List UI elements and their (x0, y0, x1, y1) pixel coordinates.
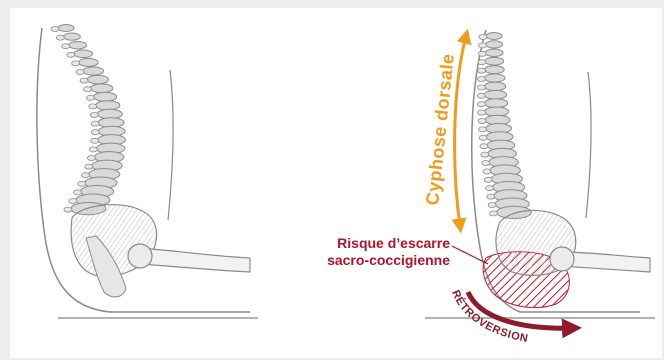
vertebra-process (484, 177, 492, 182)
vertebra-process (485, 186, 493, 191)
slumped-posture-figure (425, 30, 655, 328)
vertebra-process (478, 119, 486, 124)
vertebra-process (90, 113, 98, 118)
vertebra-process (482, 161, 490, 166)
vertebra (74, 50, 93, 58)
vertebra-process (490, 211, 498, 216)
vertebra-process (86, 95, 94, 100)
vertebra-process (56, 35, 64, 40)
vertebra-process (67, 52, 75, 57)
vertebra (79, 58, 99, 66)
vertebra-process (82, 173, 90, 178)
vertebra (91, 84, 113, 93)
vertebra-process (85, 164, 93, 169)
vertebra-process (76, 70, 84, 75)
risk-label-line2: sacro-coccigienne (327, 252, 450, 268)
vertebra-process (89, 104, 97, 109)
vertebra (486, 33, 502, 40)
vertebra (96, 101, 120, 110)
vertebra (485, 49, 503, 57)
vertebra-process (480, 144, 488, 149)
vertebra-process (74, 190, 82, 195)
vertebra-process (69, 199, 77, 204)
vertebra-process (80, 78, 88, 83)
vertebra-process (479, 127, 487, 132)
vertebra-process (477, 93, 485, 98)
vertebra (484, 90, 506, 99)
vertebra-process (478, 60, 486, 65)
vertebra-process (477, 77, 485, 82)
cyphose-label: Cyphose dorsale (422, 52, 458, 206)
vertebra (63, 33, 80, 40)
vertebra-process (483, 169, 491, 174)
vertebra (93, 92, 116, 101)
vertebra-process (72, 61, 80, 66)
risk-leader-line (452, 246, 488, 264)
vertebra-process (91, 130, 99, 135)
vertebra-process (91, 138, 99, 143)
vertebra (486, 41, 503, 48)
vertebra-process (89, 147, 97, 152)
vertebra-process (478, 68, 486, 73)
femur-upright (140, 248, 250, 272)
vertebra (484, 99, 507, 108)
risk-label-line1: Risque d’escarre (337, 235, 450, 251)
vertebra-process (481, 152, 489, 157)
vertebra-process (479, 135, 487, 140)
vertebra-process (478, 110, 486, 115)
vertebra (484, 74, 505, 82)
vertebra-process (479, 43, 487, 48)
spine-kyphotic (477, 33, 531, 219)
vertebra (69, 41, 87, 49)
femur-head-slumped (550, 247, 574, 271)
vertebra-process (477, 102, 485, 107)
vertebra-process (479, 35, 487, 40)
vertebra-process (62, 44, 70, 49)
vertebra (83, 67, 104, 75)
vertebra-process (87, 156, 95, 161)
vertebra-process (84, 87, 92, 92)
femur-head-upright (128, 244, 152, 268)
front-contour-left (168, 70, 173, 220)
vertebra-process (477, 85, 485, 90)
vertebra-process (51, 27, 59, 32)
vertebra-process (488, 203, 496, 208)
vertebra (58, 25, 74, 32)
spine-upright (51, 25, 125, 215)
vertebra-process (91, 121, 99, 126)
vertebra (485, 66, 505, 74)
upright-posture-figure (37, 25, 258, 319)
front-contour-right (586, 72, 591, 218)
vertebra-process (487, 194, 495, 199)
vertebra-process (64, 207, 72, 212)
vertebra (485, 57, 504, 65)
vertebra (484, 82, 505, 91)
vertebra-process (78, 181, 86, 186)
vertebra (87, 75, 108, 84)
vertebra-process (478, 51, 486, 56)
